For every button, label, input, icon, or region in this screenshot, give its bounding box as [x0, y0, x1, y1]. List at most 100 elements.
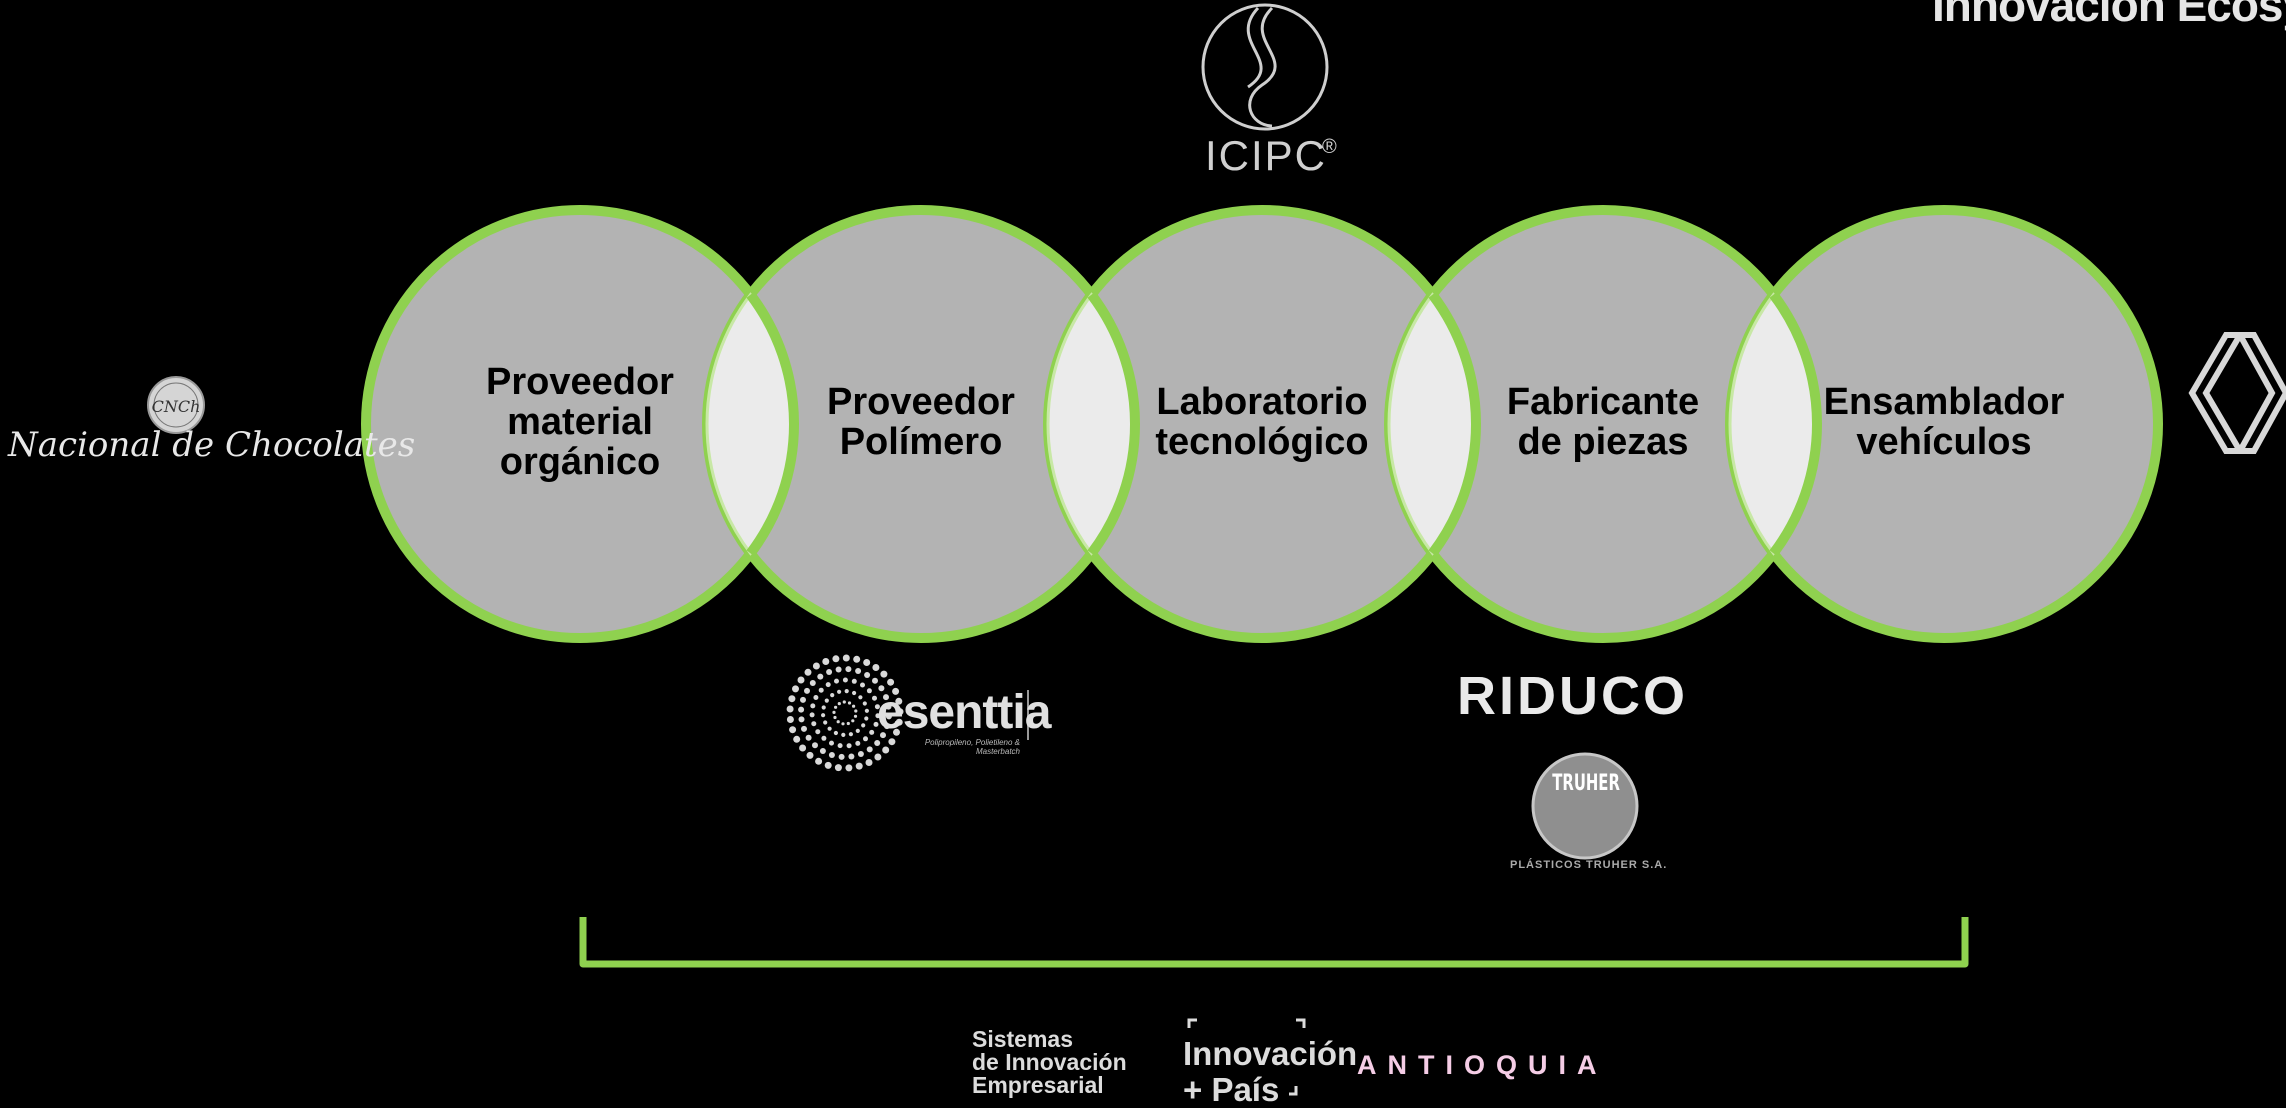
esenttia-dot [810, 703, 816, 709]
esenttia-dot [885, 713, 892, 720]
stage-label-line: Laboratorio [1156, 381, 1368, 423]
esenttia-dot [841, 722, 845, 726]
esenttia-dot [813, 695, 819, 700]
pais-line: + País [1183, 1071, 1280, 1108]
icipc-registered-mark: ® [1322, 136, 1337, 158]
esenttia-dot [834, 705, 838, 709]
esenttia-dot [893, 728, 900, 736]
esenttia-dot [809, 680, 816, 686]
esenttia-dot [883, 694, 889, 701]
stage-label-line: material [507, 401, 653, 443]
sie-line: Sistemas [972, 1026, 1074, 1052]
page-title: Innovación Ecosyst [1931, 0, 2286, 31]
esenttia-dot [797, 676, 805, 684]
truher-caption: PLÁSTICOS TRUHER S.A. [1510, 859, 1668, 871]
esenttia-dot [841, 732, 846, 738]
esenttia-dot [851, 678, 857, 684]
icipc-wordmark: ICIPC [1205, 132, 1328, 179]
esenttia-dot [864, 672, 871, 678]
esenttia-dot [806, 751, 814, 759]
esenttia-dot [826, 669, 833, 675]
esenttia-dot [812, 742, 818, 749]
esenttia-dot [880, 670, 888, 678]
esenttia-dot [851, 719, 855, 723]
esenttia-dot [824, 761, 832, 769]
sie-line: de Innovación [972, 1049, 1127, 1075]
esenttia-tagline: Polipropileno, Polietileno & Masterbatch [924, 738, 1020, 756]
esenttia-dot [855, 762, 863, 770]
esenttia-dot [848, 753, 855, 760]
stage-label-line: Proveedor [827, 381, 1015, 423]
esenttia-dot [811, 721, 817, 727]
antioquia-logo: ANTIOQUIA [1357, 1050, 1608, 1080]
esenttia-dot [823, 720, 828, 725]
esenttia-dot [786, 716, 794, 723]
esenttia-dot [836, 720, 840, 724]
esenttia-dot [798, 716, 805, 723]
esenttia-dot [864, 716, 869, 721]
stage-label-line: de piezas [1517, 421, 1689, 463]
esenttia-dot [801, 725, 807, 732]
esenttia-dot [880, 732, 886, 739]
esenttia-dot [872, 677, 878, 684]
esenttia-dot [853, 714, 858, 718]
esenttia-dot [844, 689, 849, 694]
stage-label-line: Proveedor [486, 361, 674, 403]
esenttia-dot [874, 753, 882, 761]
esenttia-dot [812, 662, 820, 670]
esenttia-dot [789, 726, 797, 734]
esenttia-dot [888, 738, 896, 746]
stage-label-line: Polímero [839, 421, 1003, 463]
esenttia-dot [895, 697, 903, 705]
esenttia-dot [862, 701, 867, 706]
truher-mark: TRUHER [1552, 771, 1620, 796]
esenttia-dot [815, 729, 821, 735]
esenttia-dots-icon [786, 654, 904, 772]
esenttia-dot [838, 753, 845, 760]
esenttia-dot [858, 695, 863, 700]
innovacion-pais-frame-icon [1187, 1018, 1306, 1096]
overlap-ring-arc [746, 291, 799, 557]
overlap-ring-arc [1428, 291, 1481, 557]
esenttia-dot [818, 687, 824, 693]
esenttia-dot [855, 668, 862, 674]
bracket [579, 917, 1969, 968]
esenttia-dot [853, 655, 861, 663]
esenttia-dot [821, 705, 826, 710]
esenttia-dot [817, 673, 824, 680]
esenttia-dot [804, 687, 810, 694]
esenttia-dot [869, 729, 875, 735]
esenttia-dot [833, 715, 837, 720]
esenttia-dot [884, 723, 890, 730]
esenttia-dot [855, 740, 861, 746]
esenttia-dot [842, 654, 850, 662]
esenttia-dot [863, 659, 871, 666]
esenttia-dot [824, 698, 829, 703]
esenttia-dot [804, 668, 812, 676]
innovacion-line: Innovación [1183, 1035, 1358, 1072]
esenttia-dot [833, 730, 839, 736]
nacional-chocolates-wordmark: Nacional de Chocolates [8, 425, 416, 465]
esenttia-dot [834, 678, 839, 684]
esenttia-dot [857, 751, 864, 757]
overlaps-layer [705, 291, 1822, 557]
esenttia-dot [882, 746, 890, 754]
esenttia-dot [847, 701, 852, 705]
renault-diamond-icon [2188, 332, 2286, 454]
esenttia-wordmark: esenttia [877, 686, 1051, 739]
esenttia-dot [863, 736, 868, 742]
esenttia-dot [873, 721, 879, 727]
esenttia-dot [872, 695, 877, 701]
esenttia-dot [837, 702, 841, 706]
esenttia-dot [821, 735, 827, 741]
esenttia-dot [829, 740, 834, 746]
esenttia-dot [845, 666, 852, 673]
esenttia-dot [885, 703, 892, 710]
esenttia-dot [874, 740, 881, 746]
esenttia-dot [860, 682, 865, 688]
